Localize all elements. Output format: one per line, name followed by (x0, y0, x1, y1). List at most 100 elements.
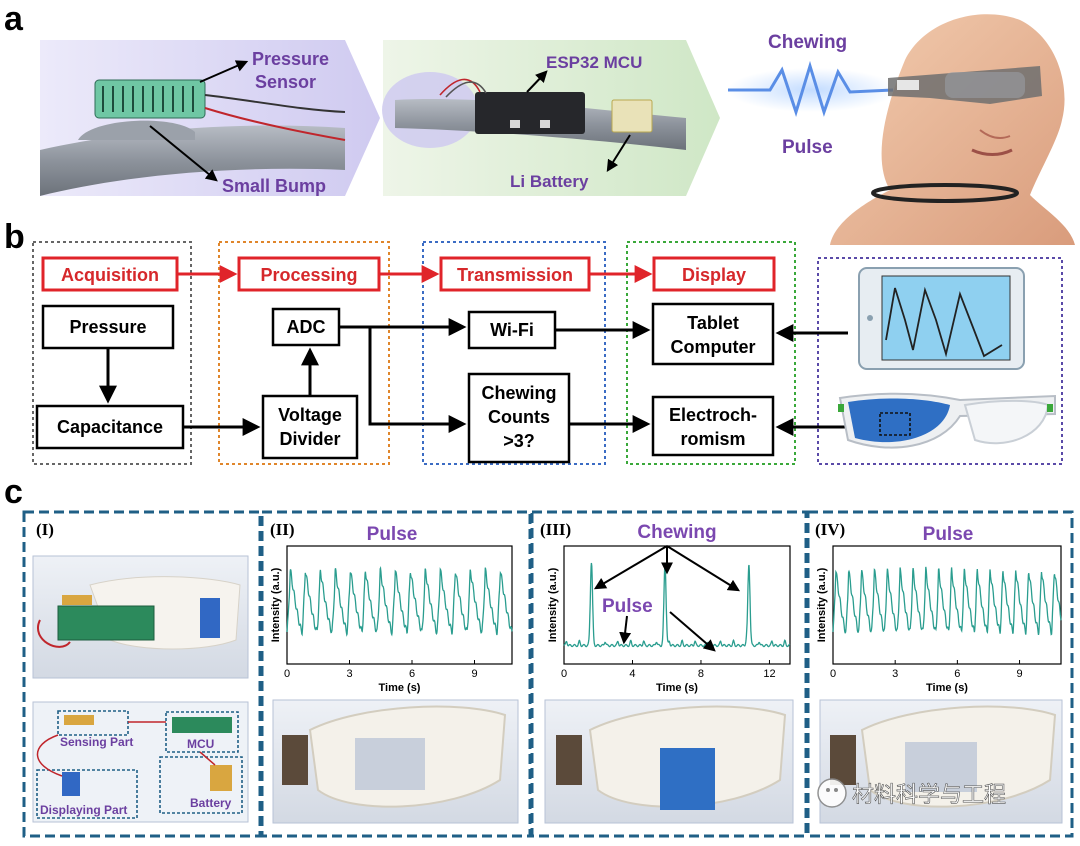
signal-wave: Chewing Pulse (727, 32, 897, 158)
electrochromic-lens (848, 398, 950, 443)
plot-IV-axes-box (832, 545, 1062, 665)
plot-III-xtick-label-0: 0 (561, 668, 567, 680)
watermark: 材料科学与工程 (817, 778, 1006, 808)
plot-III-signal-line (563, 562, 791, 648)
label-electro-1: Electroch- (669, 405, 757, 425)
plot-IV-ylabel: Intensity (a.u.) (816, 567, 828, 642)
label-chewing-2: Counts (488, 407, 550, 427)
roman-IV: (IV) (815, 520, 845, 539)
stage-processing-label: Processing (260, 265, 357, 285)
plot-IV-xtick-label-2: 6 (954, 668, 960, 680)
frame-I (22, 510, 262, 838)
plot-IV-xtick-label-1: 3 (892, 668, 898, 680)
label-wifi: Wi-Fi (490, 320, 534, 340)
label-sensing-part: Sensing Part (60, 735, 133, 749)
stage-transmission-label: Transmission (457, 265, 573, 285)
label-divider: Divider (279, 429, 340, 449)
label-chewing-1: Chewing (482, 383, 557, 403)
block-chewing-counts (467, 372, 571, 464)
label-chewing: Chewing (768, 32, 847, 53)
group-processing (218, 241, 390, 465)
stage-transmission: Transmission (439, 256, 591, 292)
plot-III-xtick-label-2: 8 (698, 668, 704, 680)
pressure-sensor (94, 79, 206, 119)
frame-IV (806, 510, 1074, 838)
label-capacitance: Capacitance (57, 417, 163, 437)
group-transmission (422, 241, 606, 465)
stage-display-label: Display (682, 265, 746, 285)
plot-II-xtick-label-0: 0 (284, 668, 290, 680)
plot-III-arrows (593, 545, 741, 652)
label-pulse-a: Pulse (782, 137, 833, 158)
plot-II-xlabel: Time (s) (379, 682, 421, 694)
plot-IV-signal-line (832, 566, 1062, 636)
small-bump (78, 120, 195, 140)
roman-I: (I) (36, 520, 54, 539)
sensor-render: Pressure Sensor Small Bump (40, 40, 380, 196)
tablet-device (858, 267, 1025, 370)
flow-connectors (99, 318, 848, 436)
mcu-render: ESP32 MCU Li Battery (382, 40, 720, 196)
panel-letter-b: b (4, 218, 25, 256)
plot-III-xtick-label-3: 12 (763, 668, 775, 680)
stage-processing: Processing (237, 256, 381, 292)
label-electro-2: romism (680, 429, 745, 449)
plot-II-xtick-label-2: 6 (409, 668, 415, 680)
frame-III (530, 510, 808, 838)
plot-III-xtick-label-1: 4 (629, 668, 635, 680)
head-render (830, 14, 1075, 245)
label-chewing-3: >3? (503, 431, 535, 451)
label-computer: Computer (671, 337, 756, 357)
label-tablet: Tablet (687, 313, 739, 333)
plot-IV-xlabel: Time (s) (926, 682, 968, 694)
label-pressure: Pressure (69, 317, 146, 337)
block-wifi (467, 310, 557, 350)
plot-III-xlabel: Time (s) (656, 682, 698, 694)
label-adc: ADC (287, 317, 326, 337)
plot-II-title: Pulse (367, 524, 418, 545)
box-battery (159, 756, 243, 814)
block-pressure (41, 304, 175, 350)
plot-II-ylabel: Intensity (a.u.) (270, 567, 282, 642)
plot-III-title: Chewing (637, 522, 716, 543)
label-esp32-mcu: ESP32 MCU (546, 53, 642, 72)
plot-IV-xtick-label-0: 0 (830, 668, 836, 680)
plot-II-xtick-label-3: 9 (471, 668, 477, 680)
watermark-text: 材料科学与工程 (852, 782, 1006, 807)
photo-I-top (32, 555, 249, 679)
plot-II-axes-box (286, 545, 513, 665)
label-li-battery: Li Battery (510, 172, 589, 191)
plot-II-signal-line (286, 565, 513, 637)
block-tablet-computer (651, 302, 775, 366)
stage-acquisition: Acquisition (41, 256, 179, 292)
box-displaying (36, 769, 138, 819)
stage-acquisition-label: Acquisition (61, 265, 159, 285)
label-voltage: Voltage (278, 405, 342, 425)
li-battery (611, 99, 653, 133)
stage-display: Display (652, 256, 776, 292)
label-displaying-part: Displaying Part (40, 803, 127, 817)
group-acquisition (32, 241, 192, 465)
frame-II (260, 510, 532, 838)
label-small-bump: Small Bump (222, 176, 326, 196)
roman-II: (II) (270, 520, 295, 539)
block-adc (271, 307, 341, 347)
plot-III-ylabel: Intensity (a.u.) (547, 567, 559, 642)
group-devices (817, 257, 1063, 465)
panel-c: c (I) (II) (III) (IV) Sensing Part (4, 473, 1074, 838)
photo-IV (819, 699, 1063, 824)
panel-b: b Acquisition Processing Transmission Di… (4, 218, 1063, 465)
roman-III: (III) (540, 520, 571, 539)
box-sensing (57, 710, 129, 736)
photo-III (544, 699, 794, 824)
plot-III-pulse-annotation: Pulse (602, 596, 653, 617)
group-display (626, 241, 796, 465)
block-voltage-divider (261, 394, 359, 460)
neck-band (871, 183, 1019, 203)
plot-II-xtick-label-1: 3 (346, 668, 352, 680)
block-electrochromism (651, 395, 775, 457)
